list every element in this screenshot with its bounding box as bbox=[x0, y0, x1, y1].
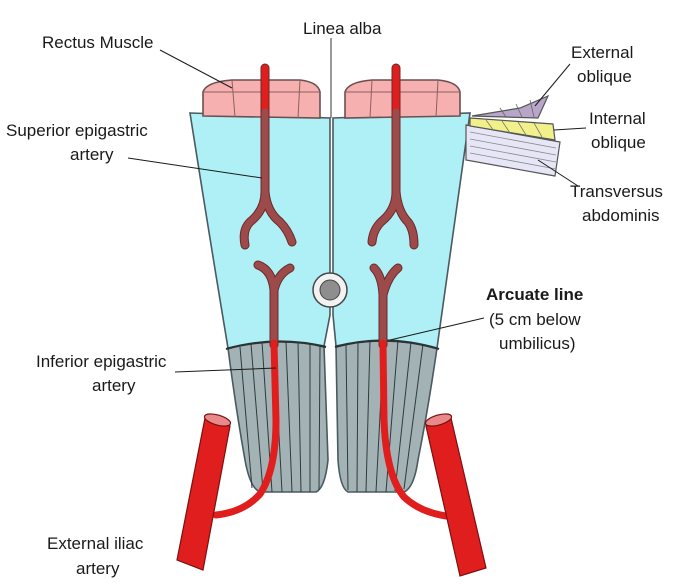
left-superior-epigastric-artery bbox=[239, 63, 297, 250]
left-rectus-sheath bbox=[189, 112, 331, 349]
transversus-leader bbox=[537, 159, 579, 187]
external-oblique-leader bbox=[534, 63, 571, 107]
right-rectus-muscle bbox=[344, 79, 461, 119]
superior-epigastric-leader bbox=[127, 157, 263, 179]
right-inferior-epigastric-artery bbox=[369, 263, 450, 520]
external-oblique bbox=[471, 94, 550, 119]
right-rectus-sheath bbox=[332, 112, 471, 349]
label-arcuate-sub-1: (5 cm below bbox=[489, 310, 581, 329]
label-internal-oblique-2: oblique bbox=[591, 133, 646, 152]
left-inferior-epigastric-artery bbox=[212, 260, 295, 519]
rectus-leader bbox=[159, 49, 233, 89]
label-external-iliac-2: artery bbox=[76, 559, 120, 578]
transversus-abdominis bbox=[465, 124, 561, 177]
label-external-oblique-2: oblique bbox=[577, 67, 632, 86]
label-superior-epigastric-1: Superior epigastric bbox=[6, 121, 148, 140]
label-superior-epigastric-2: artery bbox=[70, 145, 114, 164]
lateral-muscle-layers bbox=[465, 94, 561, 177]
arcuate-leader bbox=[389, 317, 485, 341]
label-external-oblique-1: External bbox=[571, 43, 633, 62]
umbilicus-center bbox=[319, 279, 341, 301]
right-superior-epigastric-artery bbox=[367, 63, 419, 250]
label-external-iliac-1: External iliac bbox=[47, 534, 144, 553]
right-external-iliac-artery bbox=[424, 413, 487, 577]
internal-oblique-leader bbox=[553, 127, 587, 131]
label-linea-alba: Linea alba bbox=[303, 19, 382, 38]
left-external-iliac-artery bbox=[176, 413, 232, 571]
label-arcuate-sub-2: umbilicus) bbox=[499, 334, 576, 353]
label-transversus-2: abdominis bbox=[582, 206, 660, 225]
label-transversus-1: Transversus bbox=[570, 182, 663, 201]
label-internal-oblique-1: Internal bbox=[589, 109, 646, 128]
label-inferior-epigastric-1: Inferior epigastric bbox=[36, 352, 167, 371]
internal-oblique bbox=[469, 117, 556, 141]
label-arcuate-line: Arcuate line bbox=[486, 285, 583, 304]
label-inferior-epigastric-2: artery bbox=[92, 376, 136, 395]
inferior-epigastric-leader bbox=[174, 367, 277, 373]
label-rectus-muscle: Rectus Muscle bbox=[42, 33, 153, 52]
